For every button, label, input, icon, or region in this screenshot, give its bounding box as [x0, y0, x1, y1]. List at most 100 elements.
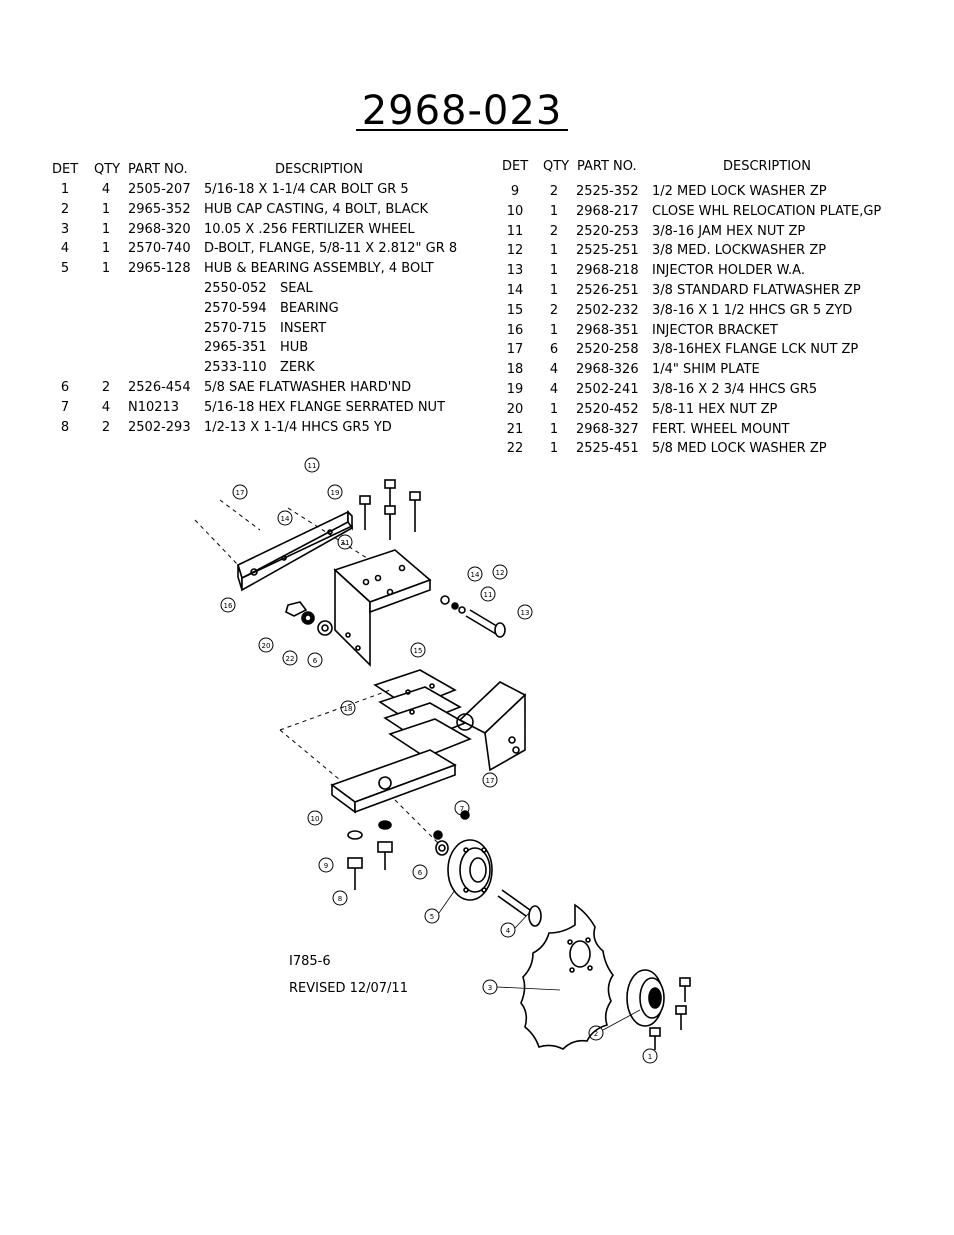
- cell-det: 4: [60, 241, 70, 257]
- cell-qty: 4: [101, 399, 111, 415]
- cell-part: 2505-207: [128, 182, 191, 197]
- cell-desc: FERT. WHEEL MOUNT: [652, 421, 790, 437]
- svg-text:5: 5: [430, 913, 434, 921]
- cell-qty: 2: [549, 302, 559, 318]
- header-qty-right: QTY: [543, 159, 570, 174]
- fertilizer-wheel: [520, 903, 614, 1050]
- svg-text:14: 14: [281, 515, 290, 523]
- cell-det: 10: [506, 203, 524, 219]
- svg-text:12: 12: [496, 569, 505, 577]
- nut-washers-20-22-6: [285, 601, 333, 636]
- cell-part: 2525-451: [576, 441, 639, 457]
- cell-desc: 3/8 STANDARD FLATWASHER ZP: [652, 282, 861, 298]
- cell-desc: 3/8 MED. LOCKWASHER ZP: [652, 243, 827, 259]
- cell-part: 2968-320: [128, 221, 191, 237]
- cell-det: 14: [506, 282, 524, 298]
- cell-qty: 1: [549, 401, 559, 417]
- header-part-right: PART NO.: [577, 159, 637, 174]
- cell-det: 9: [510, 184, 520, 199]
- cell-det: 20: [506, 401, 524, 417]
- svg-text:6: 6: [313, 657, 318, 665]
- cell-desc: 3/8-16 X 1 1/2 HHCS GR 5 ZYD: [652, 302, 853, 318]
- shim-plates: [373, 669, 472, 758]
- cell-qty: 1: [549, 263, 559, 279]
- cell-part: 2520-253: [576, 223, 639, 239]
- page-title: 2968-023: [361, 88, 563, 134]
- cell-desc: INJECTOR HOLDER W.A.: [652, 263, 805, 279]
- header-qty-left: QTY: [94, 162, 121, 177]
- cell-part: 2533-110: [204, 360, 267, 376]
- cell-part: 2570-740: [128, 241, 191, 257]
- cell-part: N10213: [128, 399, 180, 415]
- cell-det: 1: [60, 182, 70, 197]
- cell-qty: 1: [101, 261, 111, 277]
- cell-desc: 10.05 X .256 FERTILIZER WHEEL: [204, 221, 415, 237]
- cell-det: 21: [506, 421, 524, 437]
- cell-desc: D-BOLT, FLANGE, 5/8-11 X 2.812" GR 8: [204, 241, 458, 257]
- cell-desc: 5/16-18 X 1-1/4 CAR BOLT GR 5: [204, 182, 409, 197]
- cell-desc: INSERT: [280, 320, 327, 336]
- cell-det: 22: [506, 441, 524, 457]
- svg-text:13: 13: [521, 609, 530, 617]
- svg-text:17: 17: [236, 489, 245, 497]
- cell-det: 7: [60, 399, 70, 415]
- svg-text:15: 15: [414, 647, 423, 655]
- cell-qty: 2: [549, 184, 559, 199]
- cell-part: 2965-352: [128, 201, 191, 217]
- svg-text:2: 2: [594, 1030, 598, 1038]
- injector-bracket: [237, 510, 353, 592]
- cell-part: 2968-326: [576, 362, 639, 378]
- d-bolt: [497, 889, 542, 927]
- cell-det: 19: [506, 381, 524, 397]
- header-desc-right: DESCRIPTION: [723, 159, 811, 174]
- title-underline: [356, 129, 568, 131]
- cell-desc: 3/8-16HEX FLANGE LCK NUT ZP: [652, 342, 859, 358]
- cell-det: 5: [60, 261, 70, 277]
- exploded-assembly-drawing: 11 17 14 19 21 16 14 12 11 13 20 22 6 15…: [194, 457, 691, 1064]
- svg-text:21: 21: [341, 539, 350, 547]
- svg-text:3: 3: [488, 984, 492, 992]
- callout-bubbles: 11 17 14 19 21 16 14 12 11 13 20 22 6 15…: [220, 457, 658, 1064]
- cell-det: 15: [506, 302, 524, 318]
- table-row: 14 1 2526-251 3/8 STANDARD FLATWASHER ZP: [502, 281, 922, 301]
- table-row: 2570-715 INSERT: [52, 319, 492, 339]
- cell-part: 2965-351: [204, 340, 267, 356]
- cell-desc: HUB: [280, 340, 309, 356]
- cell-qty: 2: [549, 223, 559, 239]
- cell-det: 8: [60, 419, 70, 435]
- header-det-right: DET: [502, 159, 529, 174]
- cell-desc: 5/16-18 HEX FLANGE SERRATED NUT: [204, 399, 446, 415]
- cell-part: 2526-251: [576, 282, 639, 298]
- cell-qty: 4: [549, 362, 559, 378]
- cell-qty: 2: [101, 379, 111, 395]
- cell-part: 2526-454: [128, 379, 191, 395]
- table-row: 4 1 2570-740 D-BOLT, FLANGE, 5/8-11 X 2.812…: [52, 239, 492, 259]
- cell-desc: ZERK: [280, 360, 315, 376]
- svg-text:9: 9: [324, 862, 328, 870]
- cell-part: 2550-052: [204, 280, 267, 296]
- cell-part: 2525-352: [576, 184, 639, 199]
- cell-qty: 4: [549, 381, 559, 397]
- cell-part: 2968-217: [576, 203, 639, 219]
- cell-det: 18: [506, 362, 524, 378]
- cell-qty: 1: [549, 282, 559, 298]
- cell-part: 2525-251: [576, 243, 639, 259]
- parts-table-left: 1 4 2505-207 5/16-18 X 1-1/4 CAR BOLT GR 5 2…: [52, 180, 492, 437]
- cell-part: 2570-715: [204, 320, 267, 336]
- cell-qty: 1: [101, 241, 111, 257]
